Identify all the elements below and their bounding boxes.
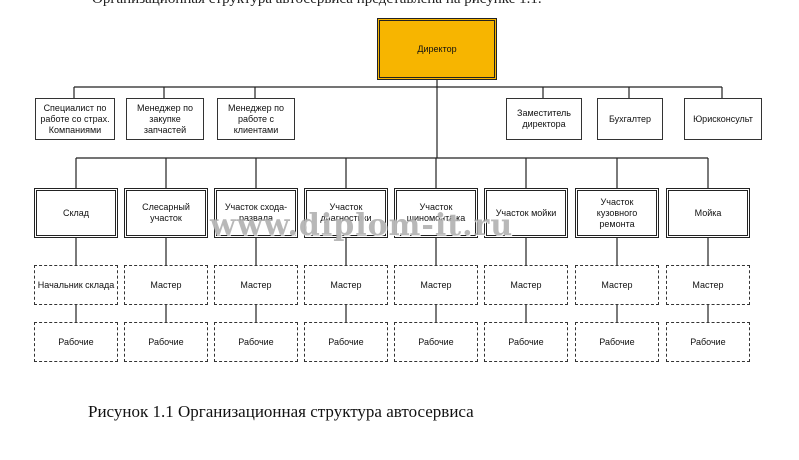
head-master: Мастер [124,265,208,305]
staff-insurance-specialist: Специалист по работе со страх. Компаниям… [35,98,115,140]
figure-caption: Рисунок 1.1 Организационная структура ав… [88,402,474,421]
head-master: Мастер [484,265,568,305]
staff-accountant: Бухгалтер [597,98,663,140]
dept-car-wash: Мойка [666,188,750,238]
workers-box: Рабочие [214,322,298,362]
head-master: Мастер [575,265,659,305]
director-box: Директор [377,18,497,80]
staff-legal-counsel: Юрисконсульт [684,98,762,140]
dept-warehouse: Склад [34,188,118,238]
head-master: Мастер [394,265,478,305]
head-master: Мастер [666,265,750,305]
dept-body-repair: Участок кузовного ремонта [575,188,659,238]
staff-deputy-director: Заместитель директора [506,98,582,140]
dept-tire-service: Участок шиномонтажа [394,188,478,238]
head-master: Мастер [214,265,298,305]
intro-text: Организационная структура автосервиса пр… [92,0,542,8]
dept-wash-area: Участок мойки [484,188,568,238]
staff-parts-manager: Менеджер по закупке запчастей [126,98,204,140]
head-warehouse: Начальник склада [34,265,118,305]
workers-box: Рабочие [484,322,568,362]
dept-locksmith: Слесарный участок [124,188,208,238]
workers-box: Рабочие [304,322,388,362]
workers-box: Рабочие [666,322,750,362]
staff-client-manager: Менеджер по работе с клиентами [217,98,295,140]
watermark: www.diplom-it.ru [210,208,514,243]
dept-diagnostics: Участок диагностики [304,188,388,238]
workers-box: Рабочие [575,322,659,362]
head-master: Мастер [304,265,388,305]
workers-box: Рабочие [34,322,118,362]
dept-alignment: Участок схода-развала [214,188,298,238]
workers-box: Рабочие [124,322,208,362]
workers-box: Рабочие [394,322,478,362]
